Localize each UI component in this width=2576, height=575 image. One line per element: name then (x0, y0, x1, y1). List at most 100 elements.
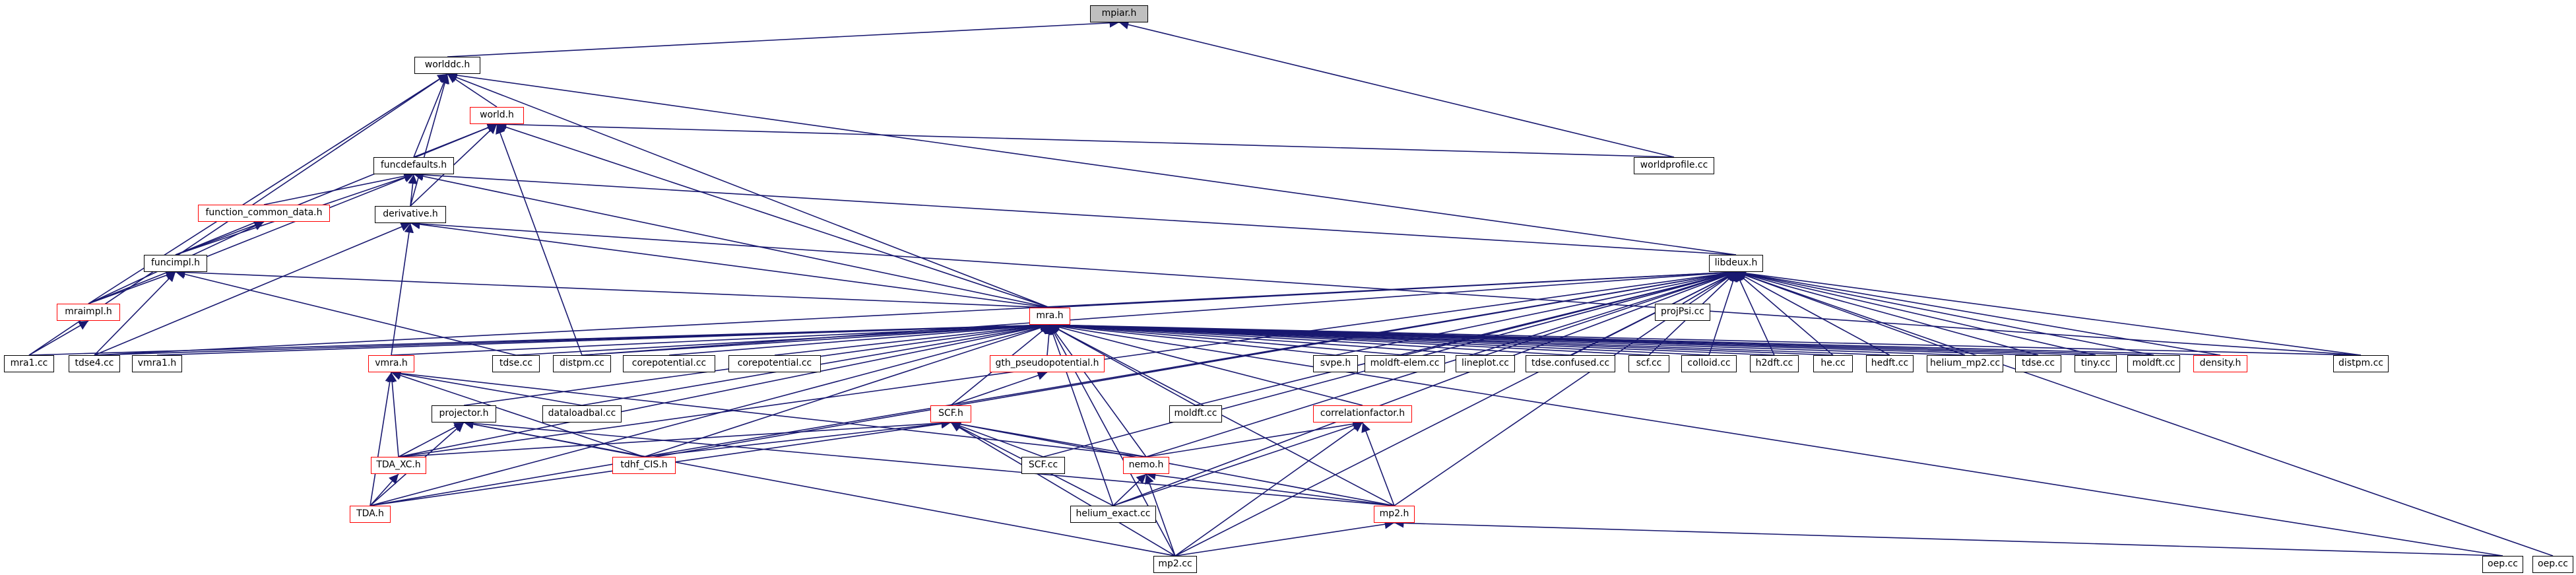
node-scf-cc[interactable]: scf.cc (1628, 355, 1669, 372)
edge-tdhf_cis_h-to-mra_h (643, 323, 1050, 457)
node-mraimpl-h[interactable]: mraimpl.h (57, 304, 120, 321)
node-label: correlationfactor.h (1320, 408, 1405, 419)
node-label: gth_pseudopotential.h (995, 358, 1099, 368)
node-helium-exact-cc[interactable]: helium_exact.cc (1070, 506, 1156, 523)
node-derivative-h[interactable]: derivative.h (375, 206, 446, 223)
edge-svpe_h-to-mra_h (1049, 321, 1336, 356)
node-tdse-confused-cc[interactable]: tdse.confused.cc (1526, 355, 1615, 372)
node-mra1-cc[interactable]: mra1.cc (4, 355, 54, 372)
node-correlationfactor-h[interactable]: correlationfactor.h (1313, 405, 1412, 423)
node-projpsi-cc[interactable]: projPsi.cc (1655, 304, 1710, 321)
node-mra-h[interactable]: mra.h (1029, 308, 1070, 325)
node-funcimpl-h[interactable]: funcimpl.h (144, 255, 207, 272)
node-distpm-cc[interactable]: distpm.cc (553, 355, 611, 372)
node-label: helium_exact.cc (1076, 508, 1151, 519)
node-label: tdhf_CIS.h (620, 459, 668, 470)
node-label: oep.cc (2488, 558, 2518, 569)
edge-oep_cc_1-to-mp2_h (1394, 518, 2503, 557)
edge-funcimpl_h-to-function_common_data_h (175, 220, 265, 255)
edge-density_h-to-mra_h (1049, 320, 2221, 356)
node-scf-h[interactable]: SCF.h (930, 405, 971, 423)
node-hedft-cc[interactable]: hedft.cc (1866, 355, 1914, 372)
edge-helium_exact_cc-to-libdeux_h (1112, 271, 1737, 506)
node-vmra1-h[interactable]: vmra1.h (132, 355, 182, 372)
node-label: oep.cc (2538, 558, 2568, 569)
edge-lineplot_cc-to-mra_h (1049, 320, 1486, 356)
node-label: moldft.cc (1174, 408, 1217, 419)
edge-mp2_cc-to-nemo_h (1145, 473, 1176, 557)
node-moldft-cc[interactable]: moldft.cc (1169, 405, 1222, 423)
node-label: worlddc.h (424, 59, 470, 70)
node-tdse-cc[interactable]: tdse.cc (2015, 355, 2061, 372)
edge-tiny_cc-to-libdeux_h (1735, 269, 2096, 356)
node-tiny-cc[interactable]: tiny.cc (2075, 355, 2117, 372)
node-tdhf-cis-h[interactable]: tdhf_CIS.h (612, 457, 676, 474)
edge-worldprofile_cc-to-world_h (496, 119, 1675, 158)
edge-mra1_cc-to-mraimpl_h (28, 320, 89, 356)
edge-moldft_cc_1-to-mra_h (1049, 324, 1196, 406)
edge-distpm_cc_2-to-libdeux_h (1735, 268, 2362, 356)
edge-distpm_cc_1-to-libdeux_h (581, 267, 1737, 356)
node-tdse-cc[interactable]: tdse.cc (492, 355, 540, 372)
node-dataloadbal-cc[interactable]: dataloadbal.cc (542, 405, 622, 423)
node-oep-cc[interactable]: oep.cc (2482, 556, 2523, 573)
node-projector-h[interactable]: projector.h (432, 405, 496, 423)
node-moldft-elem-cc[interactable]: moldft-elem.cc (1365, 355, 1445, 372)
edge-he_cc-to-libdeux_h (1735, 271, 1834, 356)
node-tda-xc-h[interactable]: TDA_XC.h (371, 457, 426, 474)
edge-mp2_h-to-correlationfactor_h (1361, 422, 1395, 506)
node-density-h[interactable]: density.h (2193, 355, 2247, 372)
edge-mp2_cc-to-correlationfactor_h (1175, 422, 1363, 557)
edge-nemo_h-to-vmra_h (391, 368, 1147, 457)
node-oep-cc[interactable]: oep.cc (2532, 556, 2573, 573)
node-gth-pseudopotential-h[interactable]: gth_pseudopotential.h (990, 355, 1105, 372)
edge-tdse4_cc-to-derivative_h (94, 222, 411, 356)
node-label: projector.h (439, 408, 489, 419)
node-label: funcimpl.h (151, 257, 200, 268)
edge-tdse4_cc-to-funcimpl_h (94, 271, 176, 356)
node-tda-h[interactable]: TDA.h (350, 506, 391, 523)
edge-vmra1_h-to-mra_h (156, 320, 1050, 356)
node-nemo-h[interactable]: nemo.h (1123, 457, 1169, 474)
edge-tdse_confused_cc-to-mra_h (1049, 320, 1571, 356)
edge-mp2_cc-to-libdeux_h (1175, 271, 1737, 557)
edge-mra_h-to-worlddc_h (447, 73, 1050, 308)
node-scf-cc[interactable]: SCF.cc (1021, 457, 1065, 474)
node-colloid-cc[interactable]: colloid.cc (1681, 355, 1737, 372)
node-helium-mp2-cc[interactable]: helium_mp2.cc (1927, 355, 2003, 372)
edge-correlationfactor_h-to-mra_h (1049, 322, 1363, 406)
node-world-h[interactable]: world.h (470, 107, 524, 124)
node-moldft-cc[interactable]: moldft.cc (2127, 355, 2180, 372)
edge-moldft_cc_2-to-libdeux_h (1735, 269, 2154, 356)
node-label: tdse.cc (499, 358, 533, 368)
node-distpm-cc[interactable]: distpm.cc (2333, 355, 2389, 372)
node-libdeux-h[interactable]: libdeux.h (1709, 255, 1763, 272)
node-label: corepotential.cc (631, 358, 707, 368)
node-mpiar-h[interactable]: mpiar.h (1090, 5, 1148, 22)
node-worlddc-h[interactable]: worlddc.h (414, 57, 480, 74)
edge-nemo_h-to-correlationfactor_h (1145, 419, 1363, 457)
node-corepotential-cc[interactable]: corepotential.cc (623, 355, 715, 372)
node-lineplot-cc[interactable]: lineplot.cc (1456, 355, 1515, 372)
node-vmra-h[interactable]: vmra.h (368, 355, 414, 372)
node-label: mp2.cc (1158, 558, 1192, 569)
node-svpe-h[interactable]: svpe.h (1313, 355, 1358, 372)
node-mp2-cc[interactable]: mp2.cc (1153, 556, 1197, 573)
edge-tda_xc_h-to-projector_h (398, 422, 465, 457)
edge-function_common_data_h-to-funcdefaults_h (263, 171, 414, 205)
edge-mp2_cc-to-projector_h (463, 419, 1176, 557)
node-tdse4-cc[interactable]: tdse4.cc (69, 355, 120, 372)
node-label: mra1.cc (10, 358, 48, 368)
node-funcdefaults-h[interactable]: funcdefaults.h (373, 157, 454, 174)
node-mp2-h[interactable]: mp2.h (1374, 506, 1415, 523)
node-corepotential-cc[interactable]: corepotential.cc (728, 355, 821, 372)
node-label: vmra1.h (137, 358, 177, 368)
node-he-cc[interactable]: he.cc (1813, 355, 1853, 372)
node-h2dft-cc[interactable]: h2dft.cc (1750, 355, 1799, 372)
node-worldprofile-cc[interactable]: worldprofile.cc (1634, 157, 1714, 174)
edge-tdhf_cis_h-to-scf_h (643, 419, 951, 457)
edge-tdse4_cc-to-libdeux_h (94, 267, 1737, 356)
node-function-common-data-h[interactable]: function_common_data.h (198, 205, 330, 222)
edge-tda_h-to-mra_h (370, 322, 1050, 506)
